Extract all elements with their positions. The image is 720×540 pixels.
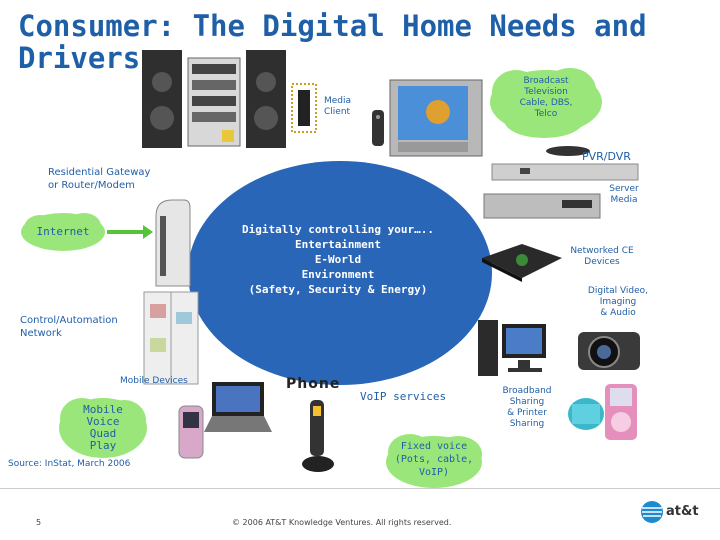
center-line: Environment xyxy=(301,268,375,281)
digital-video-line: & Audio xyxy=(600,308,636,318)
stereo-icon xyxy=(142,50,286,148)
gateway-line: or Router/Modem xyxy=(48,180,135,191)
game-console-icon xyxy=(482,244,562,282)
control-line: Control/Automation xyxy=(20,315,118,326)
digital-video-line: Imaging xyxy=(599,297,637,307)
media-client-icon xyxy=(291,83,317,133)
broadcast-line: Broadcast xyxy=(523,76,569,86)
mobile-voice-line: Quad xyxy=(89,427,117,440)
broadcast-line: Telco xyxy=(534,109,558,119)
desktop-computer-icon xyxy=(478,320,546,376)
mobile-voice-line: Mobile xyxy=(83,403,123,416)
central-text: Digitally controlling your….. Entertainm… xyxy=(238,222,438,297)
mobile-voice-cloud-icon xyxy=(59,398,147,458)
mobile-voice-label: Mobile Voice Quad Play xyxy=(66,404,140,452)
server-media-line: Media xyxy=(610,195,638,205)
broadband-line: & Printer xyxy=(507,408,547,418)
gateway-device-icon xyxy=(155,199,191,287)
broadband-label: Broadband Sharing & Printer Sharing xyxy=(496,386,558,430)
broadcast-line: Cable, DBS, xyxy=(519,98,573,108)
television-icon xyxy=(389,79,483,157)
mobile-phone-icon xyxy=(178,405,204,459)
gateway-line: Residential Gateway xyxy=(48,167,151,178)
page-number: 5 xyxy=(36,518,42,527)
broadband-line: Broadband xyxy=(502,386,552,396)
networked-ce-line: Devices xyxy=(584,257,620,267)
footer-divider xyxy=(0,488,720,489)
internet-arrow-icon xyxy=(107,225,153,239)
att-globe-icon xyxy=(641,501,663,523)
speaker-dock-icon xyxy=(568,398,604,430)
broadband-line: Sharing xyxy=(509,419,545,429)
mobile-voice-line: Voice xyxy=(86,415,120,428)
cordless-phone-icon xyxy=(302,400,334,472)
internet-cloud-icon xyxy=(21,213,105,251)
fixed-voice-cloud-icon xyxy=(386,434,482,488)
server-media-icon xyxy=(483,193,601,219)
server-media-label: Server Media xyxy=(600,184,648,206)
pvr-dvr-icon xyxy=(491,163,639,181)
control-label: Control/Automation Network xyxy=(20,314,118,340)
phone-label: Phone xyxy=(286,376,341,392)
internet-label: Internet xyxy=(36,225,90,238)
voip-label: VoIP services xyxy=(360,390,447,403)
remote-control-icon xyxy=(372,110,384,146)
digital-video-line: Digital Video, xyxy=(587,286,649,296)
music-player-icon xyxy=(605,384,637,440)
center-line: Digitally controlling your….. xyxy=(241,223,435,236)
media-client-line: Media xyxy=(324,96,352,106)
broadband-line: Sharing xyxy=(509,397,545,407)
fixed-voice-label: Fixed voice (Pots, cable, VoIP) xyxy=(388,440,480,479)
broadcast-line: Television xyxy=(524,87,568,97)
networked-ce-label: Networked CE Devices xyxy=(564,246,640,268)
copyright-text: © 2006 AT&T Knowledge Ventures. All righ… xyxy=(232,518,452,527)
mobile-voice-line: Play xyxy=(89,439,117,452)
broadcast-label: Broadcast Television Cable, DBS, Telco xyxy=(496,76,596,120)
central-circle xyxy=(188,161,492,385)
control-line: Network xyxy=(20,328,62,339)
fixed-voice-line: (Pots, cable, xyxy=(394,454,474,465)
fixed-voice-line: VoIP) xyxy=(418,467,450,478)
laptop-icon xyxy=(204,382,272,432)
center-line: Entertainment xyxy=(294,238,382,251)
att-logo-text: at&t xyxy=(666,504,699,519)
center-line: E-World xyxy=(314,253,362,266)
digital-video-label: Digital Video, Imaging & Audio xyxy=(582,286,654,319)
refrigerator-icon xyxy=(143,291,199,385)
camera-icon xyxy=(578,332,640,370)
gateway-label: Residential Gateway or Router/Modem xyxy=(48,166,150,192)
media-client-line: Client xyxy=(324,107,351,117)
broadcast-cloud-icon xyxy=(490,68,602,138)
networked-ce-line: Networked CE xyxy=(570,246,634,256)
mobile-devices-label: Mobile Devices xyxy=(120,376,188,386)
server-media-line: Server xyxy=(609,184,639,194)
center-line: (Safety, Security & Energy) xyxy=(248,283,428,296)
source-label: Source: InStat, March 2006 xyxy=(8,459,131,469)
pvr-label: PVR/DVR xyxy=(582,150,631,163)
media-client-label: Media Client xyxy=(324,96,351,118)
slide-title: Consumer: The Digital Home Needs and Dri… xyxy=(18,9,647,75)
fixed-voice-line: Fixed voice xyxy=(400,441,468,452)
pvr-remote-icon xyxy=(546,146,590,156)
